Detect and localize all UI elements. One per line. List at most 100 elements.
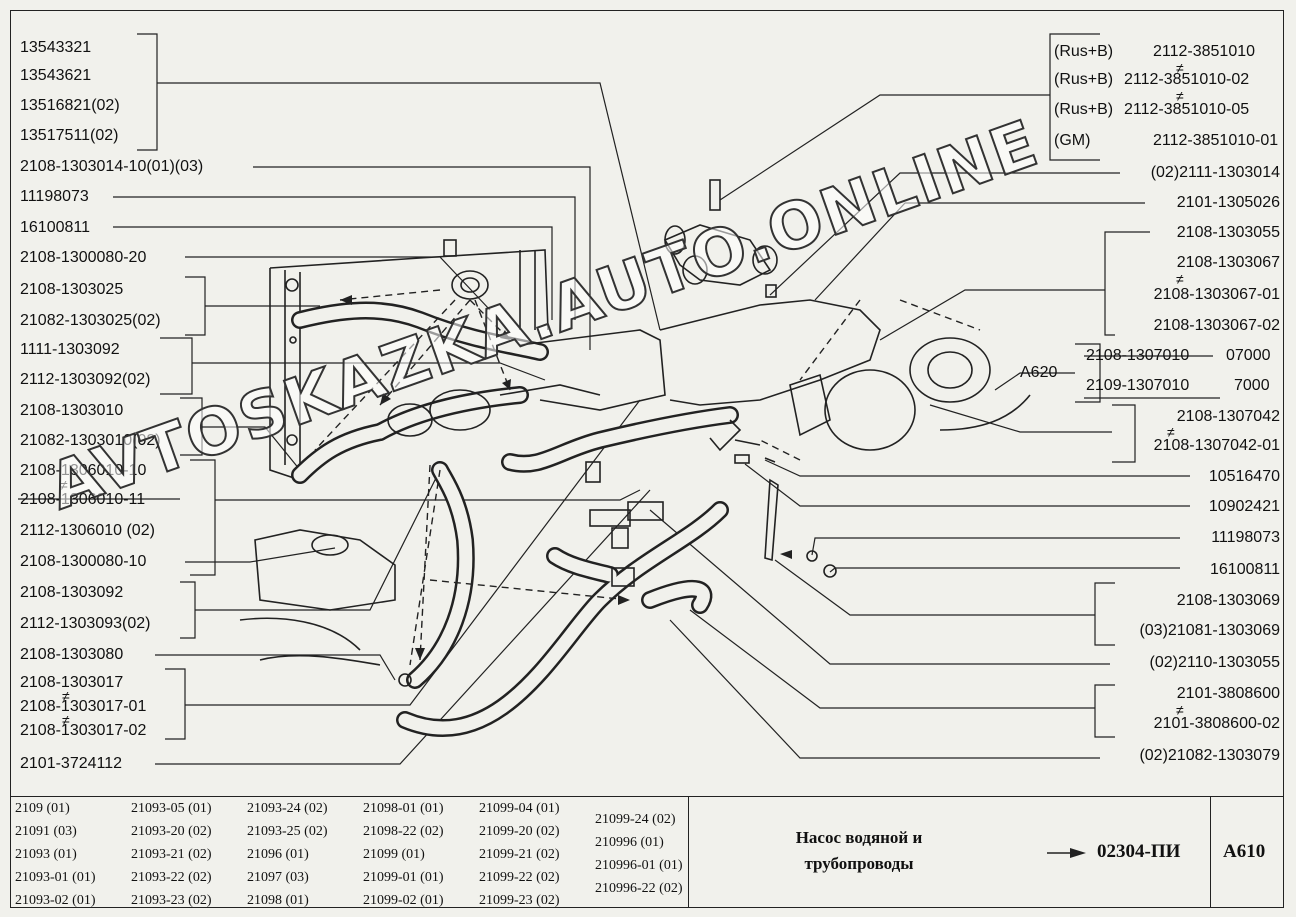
sensor-variant-tag: (Rus+B) — [1054, 71, 1114, 88]
label-2108-1303025: 2108-1303025 — [20, 281, 124, 298]
model-item: 21093 (01) — [15, 847, 77, 862]
sensor-variant-tag: (Rus+B) — [1054, 43, 1114, 60]
label-10902421: 10902421 — [1208, 498, 1280, 515]
label-16100811-left: 16100811 — [20, 219, 90, 236]
label-2108-1307042: 2108-1307042 — [1176, 408, 1280, 425]
model-item: 21099-04 (01) — [479, 801, 560, 816]
label-2110-1303055: (02)2110-1303055 — [1149, 654, 1280, 671]
label-13543621: 13543621 — [20, 67, 92, 84]
sensor-variant-code: 2112-3851010-02 — [1124, 71, 1250, 88]
page-title-line-1: Насос водяной и — [795, 828, 923, 847]
label-11198073-left: 11198073 — [20, 188, 89, 205]
label-2108-1300080-10: 2108-1300080-10 — [20, 553, 147, 570]
model-item: 21099-01 (01) — [363, 870, 444, 885]
models-table — [10, 796, 1284, 908]
model-item: 21099-24 (02) — [595, 812, 676, 827]
label-2108-1303055: 2108-1303055 — [1176, 224, 1280, 241]
sensor-variant-tag: (Rus+B) — [1054, 101, 1114, 118]
model-item: 210996-22 (02) — [595, 881, 683, 896]
model-item: 21093-20 (02) — [131, 824, 212, 839]
label-2108-1303069: 2108-1303069 — [1176, 592, 1280, 609]
label-13543321: 13543321 — [20, 39, 92, 56]
label-13516821: 13516821(02) — [20, 97, 120, 114]
label-2108-1303080: 2108-1303080 — [20, 646, 124, 663]
label-21082-1303010: 21082-1303010(02) — [20, 432, 161, 449]
model-item: 21099-02 (01) — [363, 893, 444, 908]
label-2108-1307042-01: 2108-1307042-01 — [1153, 437, 1280, 454]
model-item: 21093-25 (02) — [247, 824, 328, 839]
model-item: 21097 (03) — [247, 870, 309, 885]
label-11198073-right: 11198073 — [1211, 529, 1280, 546]
pump-variant-model: 7000 — [1234, 377, 1270, 394]
label-2101-3808600-02: 2101-3808600-02 — [1153, 715, 1280, 732]
document-number: 02304-ПИ — [1097, 841, 1181, 862]
not-interchangeable-sign: ≠ — [1176, 60, 1184, 76]
model-item: 21098 (01) — [247, 893, 309, 908]
label-2108-1306010-10: 2108-1306010-10 — [20, 462, 147, 479]
not-interchangeable-sign: ≠ — [60, 477, 68, 493]
label-21082-1303079: (02)21082-1303079 — [1139, 747, 1280, 764]
model-item: 210996-01 (01) — [595, 858, 683, 873]
sheet-code: А610 — [1223, 841, 1266, 862]
not-interchangeable-sign: ≠ — [62, 712, 70, 728]
label-2108-1303092: 2108-1303092 — [20, 584, 124, 601]
pump-variant-model: 07000 — [1226, 347, 1271, 364]
model-item: 21093-24 (02) — [247, 801, 328, 816]
model-item: 21093-05 (01) — [131, 801, 212, 816]
label-2101-3808600: 2101-3808600 — [1176, 685, 1280, 702]
page-title-line-2: трубопроводы — [804, 854, 914, 873]
label-21081-1303069: (03)21081-1303069 — [1139, 622, 1280, 639]
models-column-2: 21093-05 (01) 21093-20 (02) 21093-21 (02… — [131, 797, 212, 912]
sensor-variant-code: 2112-3851010-05 — [1124, 101, 1250, 118]
label-2112-1306010: 2112-1306010 (02) — [20, 522, 155, 539]
label-2101-3724112: 2101-3724112 — [20, 755, 123, 772]
model-item: 21093-02 (01) — [15, 893, 96, 908]
pump-variant-code: 2109-1307010 — [1086, 377, 1190, 394]
label-10516470: 10516470 — [1208, 468, 1280, 485]
model-item: 21093-21 (02) — [131, 847, 212, 862]
models-column-1: 2109 (01) 21091 (03) 21093 (01) 21093-01… — [15, 797, 96, 912]
label-16100811-right: 16100811 — [1210, 561, 1280, 578]
model-item: 21099-22 (02) — [479, 870, 560, 885]
model-item: 2109 (01) — [15, 801, 70, 816]
model-item: 210996 (01) — [595, 835, 664, 850]
pump-variant-code: 2108-1307010 — [1086, 347, 1190, 364]
not-interchangeable-sign: ≠ — [1167, 424, 1175, 440]
models-column-6: 21099-24 (02) 210996 (01) 210996-01 (01)… — [595, 808, 683, 900]
models-column-5: 21099-04 (01) 21099-20 (02) 21099-21 (02… — [479, 797, 560, 912]
label-21082-1303025: 21082-1303025(02) — [20, 312, 161, 329]
model-item: 21093-23 (02) — [131, 893, 212, 908]
model-item: 21099 (01) — [363, 847, 425, 862]
label-2101-1305026: 2101-1305026 — [1176, 194, 1280, 211]
view-label-a620: A620 — [1020, 364, 1058, 381]
models-column-4: 21098-01 (01) 21098-22 (02) 21099 (01) 2… — [363, 797, 444, 912]
model-item: 21099-23 (02) — [479, 893, 560, 908]
not-interchangeable-sign: ≠ — [1176, 88, 1184, 104]
sensor-variant-code: 2112-3851010 — [1153, 43, 1256, 60]
not-interchangeable-sign: ≠ — [1176, 271, 1184, 287]
model-item: 21096 (01) — [247, 847, 309, 862]
label-2108-1300080-20: 2108-1300080-20 — [20, 249, 147, 266]
models-column-3: 21093-24 (02) 21093-25 (02) 21096 (01) 2… — [247, 797, 328, 912]
model-item: 21099-20 (02) — [479, 824, 560, 839]
label-2112-1303093: 2112-1303093(02) — [20, 615, 151, 632]
label-2108-1303067-02: 2108-1303067-02 — [1153, 317, 1280, 334]
sensor-variant-tag: (GM) — [1054, 132, 1091, 149]
label-1111-1303092: 1111-1303092 — [20, 341, 120, 358]
sheet-code-cell: А610 — [1210, 796, 1284, 908]
model-item: 21098-22 (02) — [363, 824, 444, 839]
sensor-variant-code: 2112-3851010-01 — [1153, 132, 1279, 149]
model-item: 21093-01 (01) — [15, 870, 96, 885]
label-2108-1303014-10: 2108-1303014-10(01)(03) — [20, 158, 204, 175]
not-interchangeable-sign: ≠ — [1176, 702, 1184, 718]
label-2108-1303010: 2108-1303010 — [20, 402, 124, 419]
model-item: 21098-01 (01) — [363, 801, 444, 816]
not-interchangeable-sign: ≠ — [62, 688, 70, 704]
title-cell: Насос водяной и трубопроводы 02304-ПИ — [688, 796, 1210, 908]
sheet-frame — [10, 10, 1284, 908]
model-item: 21093-22 (02) — [131, 870, 212, 885]
model-item: 21091 (03) — [15, 824, 77, 839]
model-item: 21099-21 (02) — [479, 847, 560, 862]
